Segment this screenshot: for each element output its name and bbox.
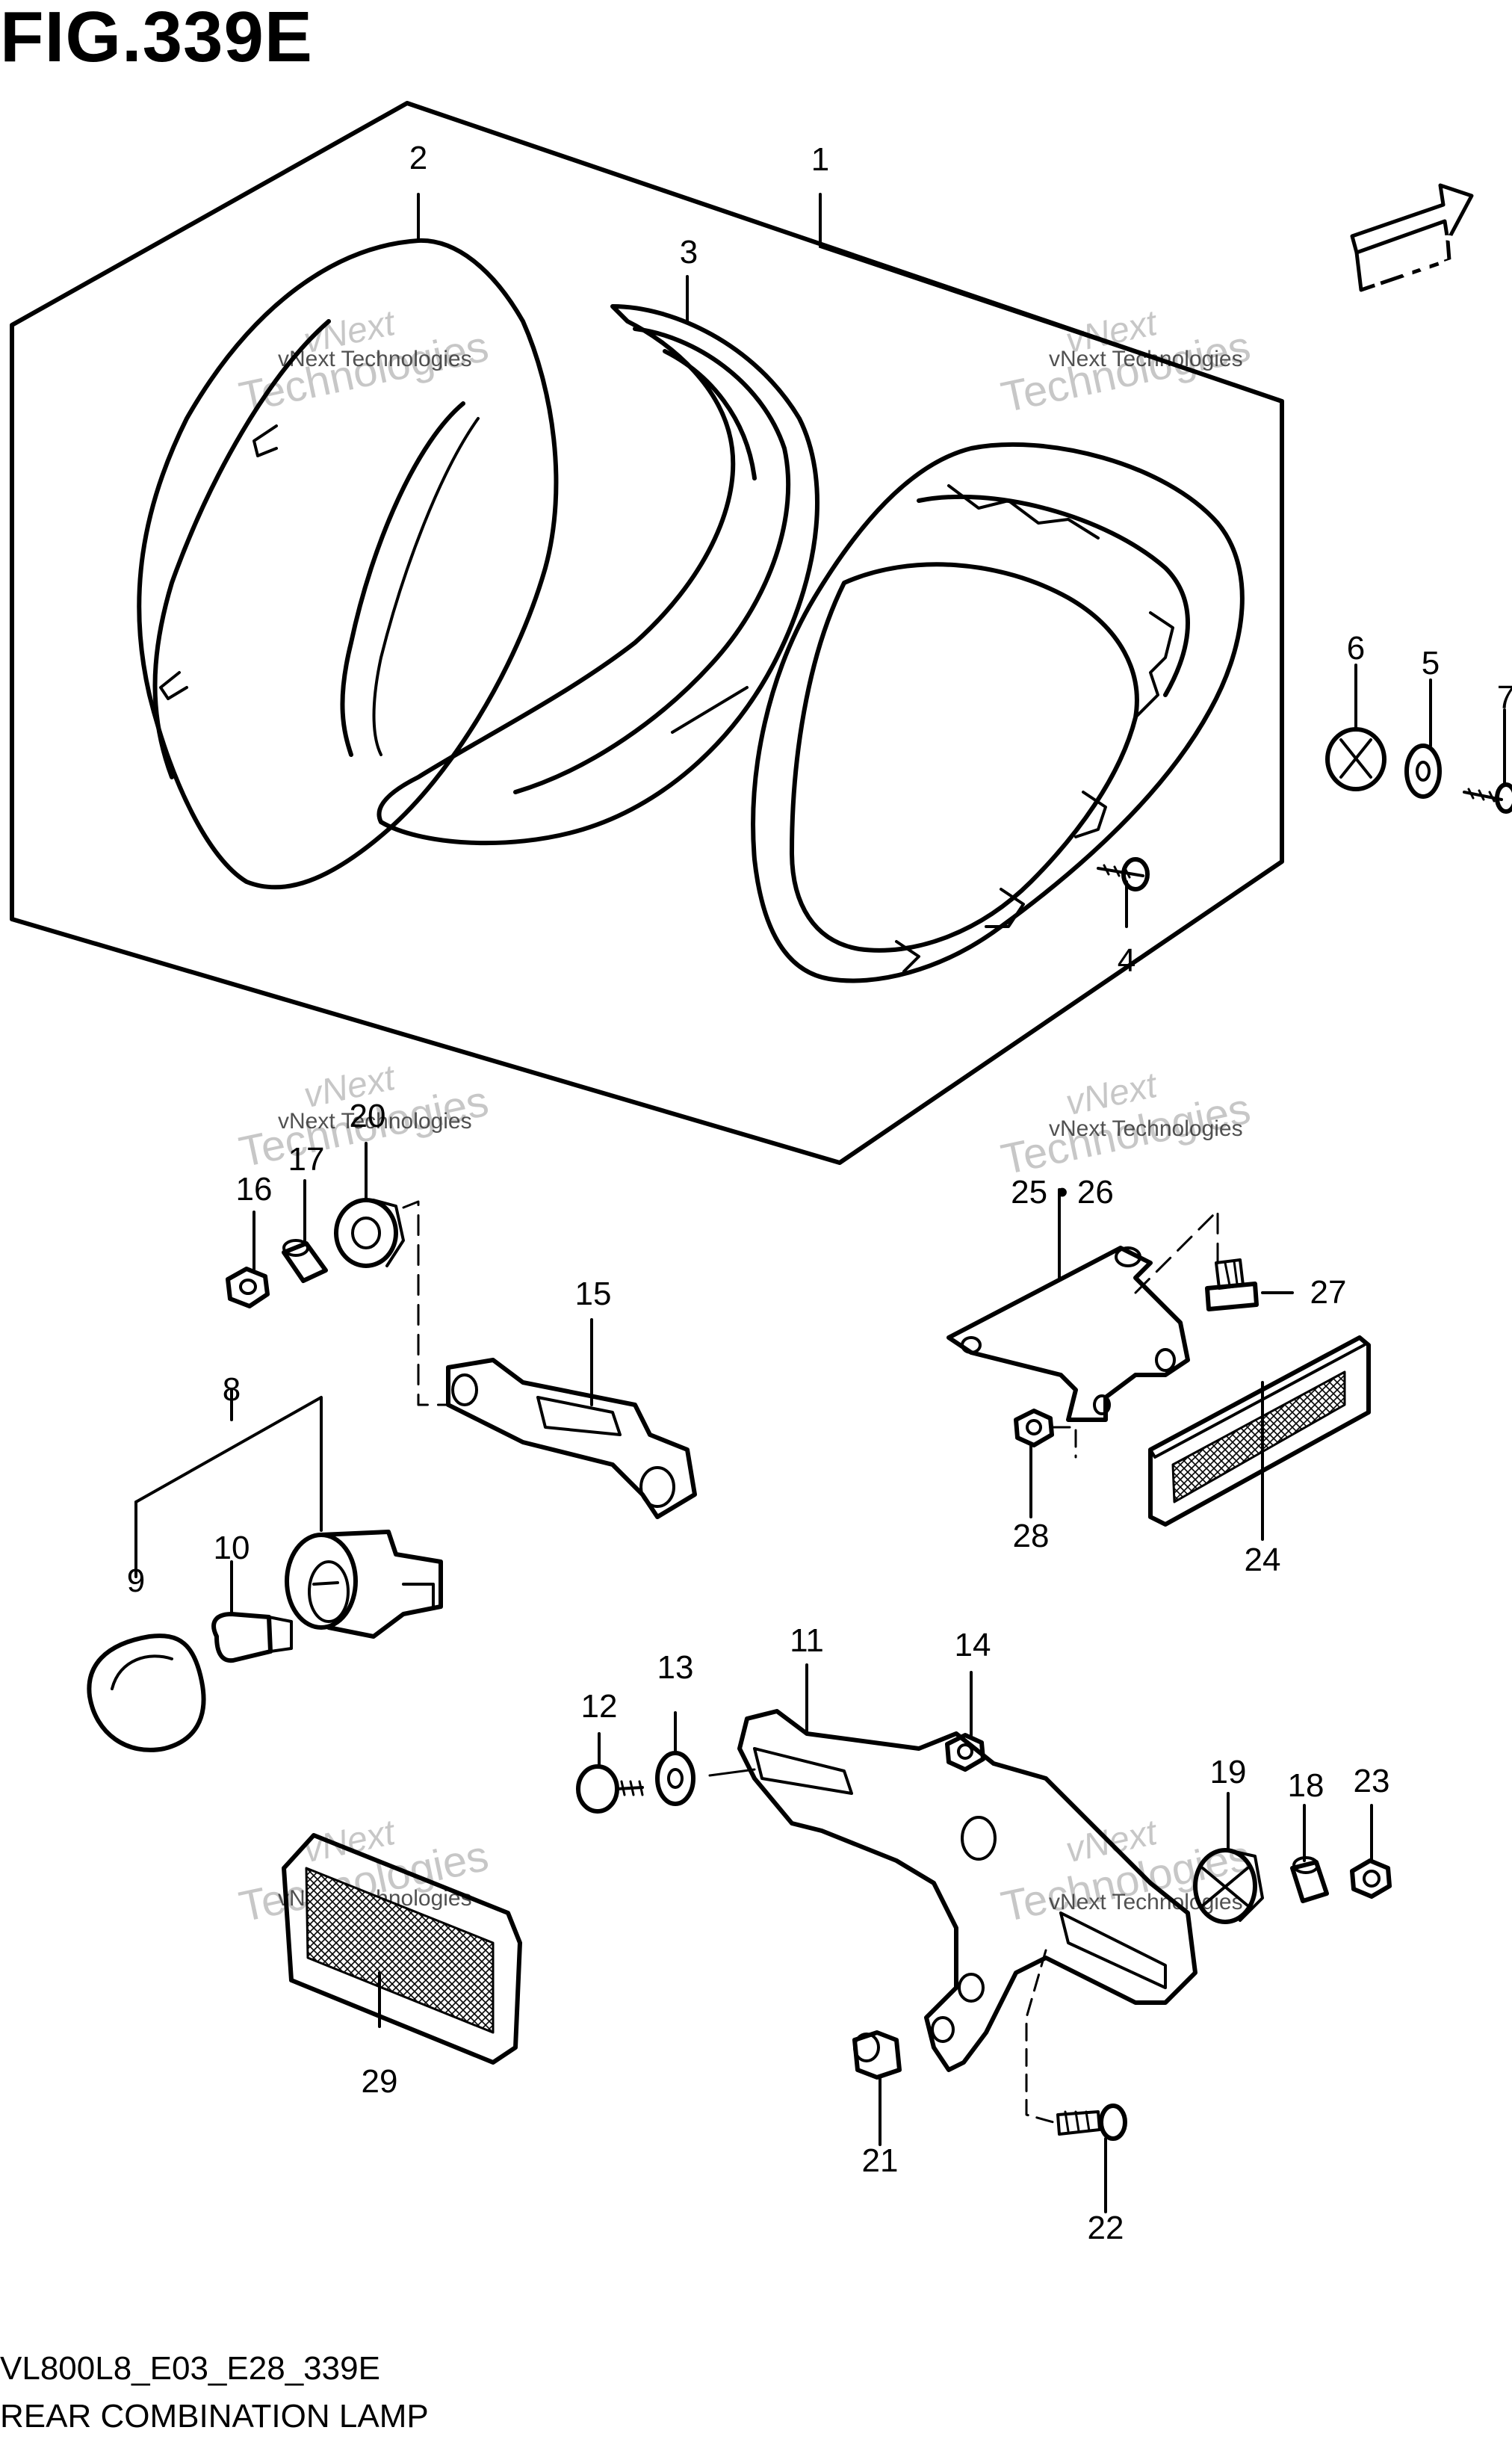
callout-1: 1 xyxy=(811,141,829,178)
callout-13: 13 xyxy=(657,1649,694,1686)
watermark-caption: vNext Technologies xyxy=(1049,1116,1243,1141)
callout-19: 19 xyxy=(1210,1754,1247,1790)
part-15-bracket xyxy=(446,1358,697,1519)
callout-15: 15 xyxy=(575,1276,612,1312)
diagram-caption: REAR COMBINATION LAMP xyxy=(0,2398,429,2435)
part-29-reflector xyxy=(282,1833,522,2065)
callout-22: 22 xyxy=(1088,2210,1124,2246)
part-19-grommet xyxy=(1193,1848,1264,1924)
callout-6: 6 xyxy=(1347,630,1365,667)
callout-2: 2 xyxy=(409,140,427,176)
part-4-screw xyxy=(1097,857,1150,891)
part-16-nut xyxy=(226,1267,270,1308)
watermark-caption: vNext Technologies xyxy=(278,1109,472,1134)
part-14-nut xyxy=(945,1733,985,1772)
callout-16: 16 xyxy=(236,1171,273,1208)
callout-20: 20 xyxy=(350,1098,386,1134)
mount-line xyxy=(708,1768,756,1777)
watermark-caption: vNext Technologies xyxy=(278,347,472,371)
callout-10: 10 xyxy=(214,1530,250,1566)
callout-17: 17 xyxy=(288,1141,325,1178)
part-7-screw xyxy=(1463,782,1512,814)
part-20-grommet xyxy=(334,1198,405,1268)
callout-7: 7 xyxy=(1497,679,1512,716)
callout-11: 11 xyxy=(790,1622,824,1659)
callout-4: 4 xyxy=(1118,942,1135,979)
watermark-caption: vNext Technologies xyxy=(1049,1890,1243,1914)
fwd-arrow-icon: FWD xyxy=(1350,183,1474,299)
part-3-gasket xyxy=(377,304,819,846)
part-9-lens xyxy=(87,1633,206,1752)
callout-21: 21 xyxy=(862,2142,899,2179)
part-6-grommet xyxy=(1325,727,1386,791)
callout-labels: 1 2 3 4 5 6 7 8 9 10 11 12 13 14 15 16 1… xyxy=(127,140,1512,2246)
callout-25-26: 25 • 26 xyxy=(1011,1174,1114,1211)
part-5-washer xyxy=(1404,744,1442,799)
callout-18: 18 xyxy=(1288,1767,1324,1804)
mount-line xyxy=(1052,1426,1077,1459)
callout-8: 8 xyxy=(223,1371,241,1408)
part-1-lamp-housing xyxy=(751,442,1245,983)
callout-28: 28 xyxy=(1013,1518,1050,1554)
part-2-lamp-bezel xyxy=(137,238,559,890)
callout-14: 14 xyxy=(955,1627,991,1663)
watermark-caption: vNext Technologies xyxy=(1049,347,1243,371)
mount-line xyxy=(402,1200,450,1406)
part-12-bolt xyxy=(576,1764,644,1814)
part-23-nut xyxy=(1350,1858,1392,1899)
callout-24: 24 xyxy=(1245,1542,1281,1578)
part-13-washer xyxy=(655,1751,695,1806)
part-27-bolt xyxy=(1205,1258,1259,1311)
part-28-nut xyxy=(1014,1409,1054,1447)
callout-23: 23 xyxy=(1354,1763,1390,1799)
callout-27: 27 xyxy=(1310,1274,1347,1311)
leader-lines xyxy=(252,193,1506,2213)
part-17-collar xyxy=(282,1239,328,1283)
part-8-socket xyxy=(285,1530,443,1639)
part-21-grommet xyxy=(852,2030,902,2080)
leader-line-8-9 xyxy=(134,1396,323,1532)
part-10-bulb xyxy=(211,1612,293,1663)
part-22-bolt xyxy=(1056,2104,1127,2141)
mount-line xyxy=(1025,1949,1055,2124)
callout-9: 9 xyxy=(127,1562,145,1599)
diagram-code: VL800L8_E03_E28_339E xyxy=(0,2350,380,2387)
figure-title: FIG.339E xyxy=(0,0,313,77)
fwd-label: FWD xyxy=(1361,222,1470,299)
part-25-26-bracket xyxy=(946,1246,1190,1422)
mount-line xyxy=(1134,1209,1219,1294)
callout-29: 29 xyxy=(362,2063,398,2100)
callout-12: 12 xyxy=(581,1688,618,1725)
part-24-reflector xyxy=(1148,1335,1371,1527)
part-18-collar xyxy=(1290,1856,1329,1903)
callout-3: 3 xyxy=(680,234,698,271)
callout-5: 5 xyxy=(1422,645,1440,681)
